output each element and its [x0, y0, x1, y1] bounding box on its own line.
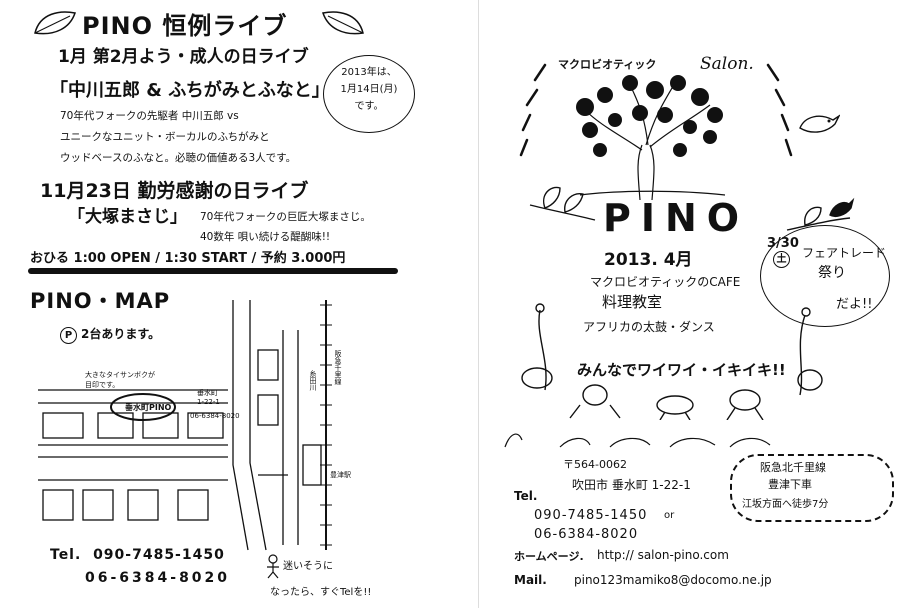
- note-line: 2013年は、: [341, 67, 397, 78]
- access-line: 阪急北千里線: [760, 461, 826, 474]
- live-title: PINO 恒例ライブ: [82, 12, 288, 40]
- note-line: です。: [354, 101, 384, 112]
- tel-number-1: 090-7485-1450: [93, 547, 225, 563]
- access-line: 豊津下車: [768, 478, 812, 491]
- leaf-icon: [322, 11, 364, 35]
- live2-date: 11月23日 勤労感謝の日ライブ: [40, 180, 309, 202]
- homepage-label: ホームページ.: [514, 550, 584, 563]
- macrobiotic-subtitle: マクロビオティック: [558, 58, 657, 71]
- pino-logo: PINO: [603, 196, 750, 240]
- parking-info: P 2台あります。: [60, 325, 160, 344]
- date-note-bubble: 2013年は、 1月14日(月) です。: [323, 55, 415, 133]
- live1-desc-line: 70年代フォークの先駆者 中川五郎 vs: [60, 110, 239, 122]
- zip-code: 〒564-0062: [563, 458, 627, 471]
- grass-decoration: [504, 433, 771, 448]
- page-fold: [478, 0, 479, 608]
- decorative-dashes-icon: [519, 63, 547, 157]
- fair-day: 土: [773, 251, 790, 268]
- bird-icon: [799, 114, 840, 133]
- map-pino-addr-line: 1-22-1: [197, 398, 220, 406]
- lost-note-line: 迷いそうに: [283, 561, 333, 572]
- decorative-dashes-icon: [766, 63, 793, 157]
- homepage-url[interactable]: http:// salon-pino.com: [597, 548, 729, 562]
- map-pino-addr-line: 垂水町: [197, 389, 218, 397]
- lost-note-line: なったら、すぐTelを!!: [270, 587, 372, 598]
- live2-performer: 「大塚まさじ」: [68, 207, 187, 227]
- leaf-branch-bird-icon: [786, 197, 855, 231]
- leaf-icon: [34, 11, 76, 35]
- mail-label: Mail.: [514, 573, 547, 587]
- mail-address[interactable]: pino123mamiko8@docomo.ne.jp: [574, 573, 772, 587]
- parking-icon: P: [60, 327, 77, 344]
- divider: [28, 268, 398, 274]
- address: 吹田市 垂水町 1-22-1: [572, 478, 691, 492]
- tel-number-1: 090-7485-1450: [534, 508, 648, 523]
- live1-performers: 「中川五郎 & ふちがみとふなと」: [50, 80, 330, 101]
- map-title: PINO・MAP: [30, 289, 171, 313]
- event-month: 2013. 4月: [604, 250, 693, 270]
- tree-illustration: [576, 75, 726, 200]
- tel-number-2: 06-6384-8020: [534, 527, 639, 542]
- map-pino-tel: 06-6384-8020: [190, 412, 240, 420]
- note-line: 1月14日(月): [340, 84, 398, 95]
- tel-label: Tel.: [514, 489, 538, 503]
- dancing-figures-illustration: [521, 303, 823, 420]
- map-landmark-line: 大きなタイサンボクが: [85, 371, 155, 379]
- fair-trade-bubble: [760, 225, 890, 327]
- tel-label: Tel.: [50, 547, 82, 563]
- map-pino-label: 垂水町PINO: [125, 403, 172, 412]
- map-railway: 阪急千里線: [334, 350, 342, 385]
- live2-desc-line: 70年代フォークの巨匠大塚まさじ。: [200, 211, 371, 223]
- live1-date: 1月 第2月よう・成人の日ライブ: [58, 47, 309, 67]
- cafe-text: マクロビオティックのCAFE: [590, 275, 741, 289]
- fair-line: 祭り: [818, 265, 846, 281]
- drum-dance: アフリカの太鼓・ダンス: [583, 320, 715, 334]
- map-landmark: 大きなタイサンボクが 目印です。: [85, 370, 155, 390]
- fair-date-value: 3/30: [767, 236, 799, 251]
- schedule: おひる 1:00 OPEN / 1:30 START / 予約 3.000円: [30, 251, 346, 266]
- salon-label: Salon.: [700, 54, 754, 74]
- access-line: 江坂方面へ徒歩7分: [742, 499, 829, 510]
- parking-text: 2台あります。: [81, 327, 161, 341]
- fun-text: みんなでワイワイ・イキイキ!!: [577, 361, 786, 379]
- map-pino-addr: 垂水町 1-22-1: [197, 388, 220, 406]
- tel-line-1: Tel. 090-7485-1450: [50, 547, 225, 563]
- live1-desc-line: ユニークなユニット・ボーカルのふちがみと: [60, 131, 270, 143]
- map-landmark-line: 目印です。: [85, 381, 120, 389]
- tel-or: or: [664, 510, 675, 521]
- fair-date: 3/30 土: [767, 236, 799, 268]
- access-box: [730, 454, 894, 522]
- leaf-branch-icon: [529, 186, 596, 221]
- live2-desc-line: 40数年 唄い続ける醍醐味!!: [200, 231, 331, 243]
- tel-number-2: 06-6384-8020: [85, 570, 231, 586]
- live1-desc-line: ウッドベースのふなと。必聴の価値ある3人です。: [60, 152, 297, 164]
- fair-line: だよ!!: [836, 297, 873, 312]
- map-river: 糸田川: [309, 370, 317, 391]
- pino-map: [38, 300, 332, 551]
- cooking-class: 料理教室: [602, 293, 663, 311]
- lost-person-icon: [267, 554, 279, 579]
- map-station: 豊津駅: [330, 471, 351, 479]
- fair-line: フェアトレード: [802, 246, 887, 260]
